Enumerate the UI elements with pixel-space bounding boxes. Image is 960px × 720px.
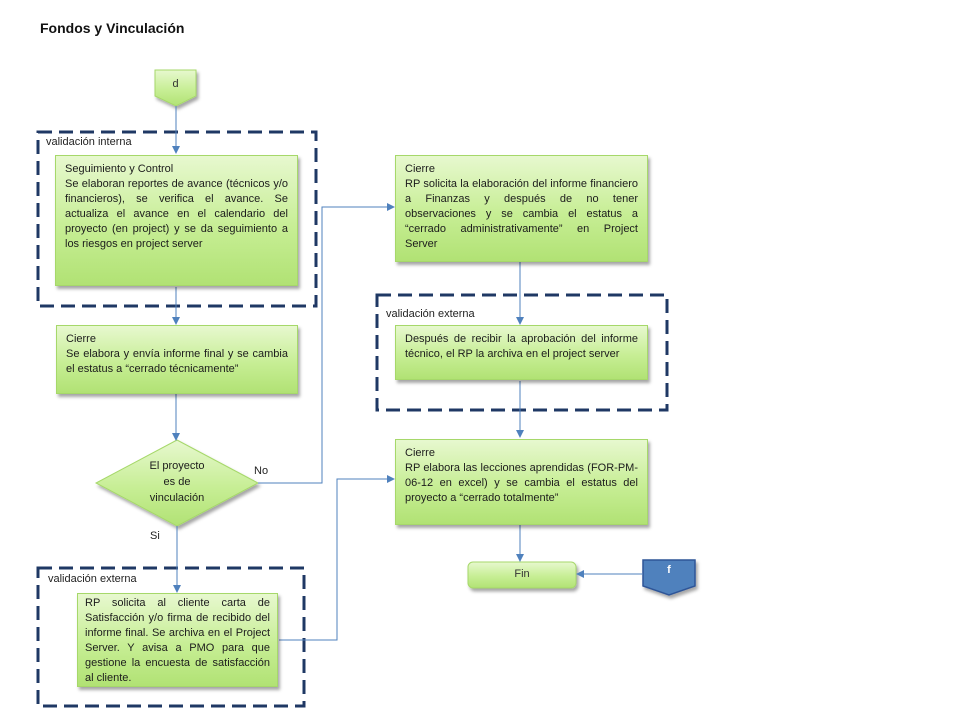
arrow-rp-to-cierre-total [279, 475, 395, 641]
cierre-tecnico-text: Se elabora y envía informe final y se ca… [66, 348, 288, 375]
cierre-tecnico-heading: Cierre [66, 333, 96, 345]
seguimiento-box: Seguimiento y Control Se elaboran report… [55, 155, 298, 286]
f-connector-shape [642, 559, 696, 596]
group-label-validacion-externa-right: validación externa [386, 308, 475, 320]
decision-label: El proyecto es de vinculación [122, 458, 232, 506]
group-label-validacion-externa-bottom: validación externa [48, 573, 137, 585]
group-label-validacion-interna: validación interna [46, 136, 132, 148]
cierre-total-text: RP elabora las lecciones aprendidas (FOR… [405, 462, 638, 504]
d-connector-shape [154, 69, 197, 107]
rp-solicita-text: RP solicita al cliente carta de Satisfac… [85, 597, 270, 684]
group-validacion-externa-bottom [36, 566, 306, 708]
cierre-admin-text: RP solicita la elaboración del informe f… [405, 178, 638, 250]
decision-line-3: vinculación [149, 492, 205, 504]
decision-line-1: El proyecto [149, 460, 205, 472]
d-connector-label: d [172, 78, 179, 90]
group-validacion-externa-right [375, 293, 669, 412]
cierre-total-heading: Cierre [405, 447, 435, 459]
fin-label: Fin [514, 568, 530, 580]
cierre-tecnico-box: Cierre Se elabora y envía informe final … [56, 325, 298, 394]
rp-solicita-box: RP solicita al cliente carta de Satisfac… [77, 593, 278, 687]
cierre-admin-box: Cierre RP solicita la elaboración del in… [395, 155, 648, 262]
cierre-admin-heading: Cierre [405, 163, 435, 175]
seguimiento-heading: Seguimiento y Control [65, 163, 174, 175]
f-connector-label: f [667, 564, 671, 576]
page-title: Fondos y Vinculación [40, 20, 185, 36]
seguimiento-text: Se elaboran reportes de avance (técnicos… [65, 178, 288, 250]
arrow-decision-no [258, 203, 395, 484]
despues-text: Después de recibir la aprobación del inf… [405, 333, 638, 360]
edge-label-no: No [254, 465, 269, 477]
decision-line-2: es de [163, 476, 191, 488]
cierre-total-box: Cierre RP elabora las lecciones aprendid… [395, 439, 648, 525]
group-validacion-interna [36, 130, 318, 308]
edge-label-si: Si [150, 530, 160, 542]
despues-box: Después de recibir la aprobación del inf… [395, 325, 648, 380]
